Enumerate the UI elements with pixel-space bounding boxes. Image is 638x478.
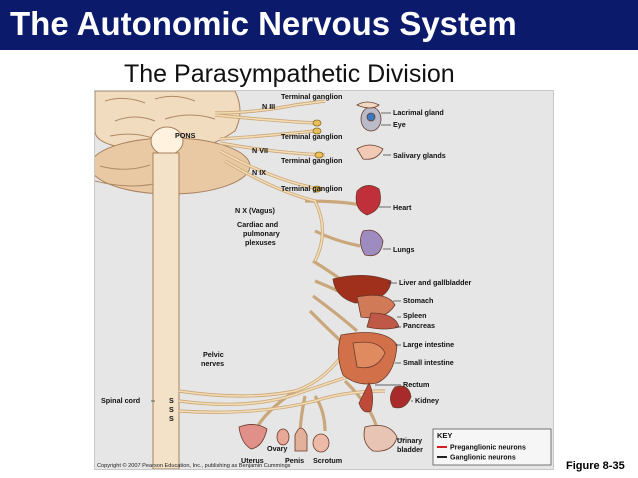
scrotum-shape xyxy=(312,433,330,453)
label-terminal-ganglion-2: Terminal ganglion xyxy=(281,132,342,141)
label-n10: N X (Vagus) xyxy=(235,206,276,215)
label-n7: N VII xyxy=(252,146,268,155)
terminal-ganglion-2 xyxy=(312,127,322,135)
spleen-pancreas-shape xyxy=(366,312,400,330)
label-ovary: Ovary xyxy=(267,444,287,453)
label-bladder-2: bladder xyxy=(397,445,423,454)
parasympathetic-diagram: PONS N III N VII N IX N X (Vagus) Cardia… xyxy=(94,90,554,470)
label-spinal-cord: Spinal cord xyxy=(101,396,140,405)
lungs-shape xyxy=(360,229,384,257)
key-box: KEY Preganglionic neurons Ganglionic neu… xyxy=(432,428,552,466)
figure-number: Figure 8-35 xyxy=(566,460,625,472)
label-pons: PONS xyxy=(175,131,196,140)
label-s4: S xyxy=(169,414,174,423)
key-preganglionic: Preganglionic neurons xyxy=(450,445,526,452)
label-pelvic-2: nerves xyxy=(201,359,224,368)
label-lungs: Lungs xyxy=(393,245,415,254)
copyright-text: Copyright © 2007 Pearson Education, Inc.… xyxy=(97,462,291,469)
label-liver: Liver and gallbladder xyxy=(399,278,471,287)
label-n9: N IX xyxy=(252,168,266,177)
label-rectum: Rectum xyxy=(403,380,429,389)
label-stomach: Stomach xyxy=(403,296,433,305)
label-lacrimal: Lacrimal gland xyxy=(393,108,444,117)
uterus-shape xyxy=(238,424,268,450)
key-ganglionic: Ganglionic neurons xyxy=(450,455,516,462)
rectum-shape xyxy=(358,382,373,413)
label-eye: Eye xyxy=(393,120,406,129)
lacrimal-gland-shape xyxy=(356,101,380,109)
heart-shape xyxy=(355,185,381,216)
label-heart: Heart xyxy=(393,203,412,212)
ganglia xyxy=(312,119,324,193)
label-terminal-ganglion-1: Terminal ganglion xyxy=(281,92,342,101)
kidney-shape xyxy=(390,385,412,409)
label-kidney: Kidney xyxy=(415,396,439,405)
pointer-lines xyxy=(151,112,413,440)
label-scrotum: Scrotum xyxy=(313,456,342,465)
label-plexus-2: pulmonary xyxy=(243,229,280,238)
label-large-intestine: Large intestine xyxy=(403,340,454,349)
slide-title: The Autonomic Nervous System xyxy=(10,5,517,42)
label-s2: S xyxy=(169,396,174,405)
bladder-shape xyxy=(363,424,398,452)
terminal-ganglion-1 xyxy=(312,119,322,127)
ovary-shape xyxy=(276,428,290,446)
spinal-cord-shape xyxy=(152,152,180,469)
label-uterus: Uterus xyxy=(241,456,264,465)
title-bar: The Autonomic Nervous System xyxy=(0,0,638,50)
label-plexus-1: Cardiac and xyxy=(237,220,278,229)
label-penis: Penis xyxy=(285,456,304,465)
label-plexus-3: plexuses xyxy=(245,238,276,247)
label-terminal-ganglion-4: Terminal ganglion xyxy=(281,184,342,193)
terminal-ganglion-4 xyxy=(312,185,322,193)
slide-subtitle: The Parasympathetic Division xyxy=(124,60,455,88)
brain-illustration xyxy=(95,91,251,469)
label-n3: N III xyxy=(262,102,275,111)
nerve-outline xyxy=(178,100,386,414)
salivary-gland-shape xyxy=(356,144,384,160)
penis-shape xyxy=(294,427,308,452)
label-salivary: Salivary glands xyxy=(393,151,446,160)
diagram-svg: PONS N III N VII N IX N X (Vagus) Cardia… xyxy=(95,91,552,469)
label-pancreas: Pancreas xyxy=(403,321,435,330)
label-spleen: Spleen xyxy=(403,311,427,320)
key-title: KEY xyxy=(437,431,452,440)
label-small-intestine: Small intestine xyxy=(403,358,454,367)
organs xyxy=(238,101,412,453)
label-pelvic-1: Pelvic xyxy=(203,350,224,359)
label-s3: S xyxy=(169,405,174,414)
label-terminal-ganglion-3: Terminal ganglion xyxy=(281,156,342,165)
terminal-ganglion-3 xyxy=(314,151,324,159)
label-bladder-1: Urinary xyxy=(397,436,422,445)
